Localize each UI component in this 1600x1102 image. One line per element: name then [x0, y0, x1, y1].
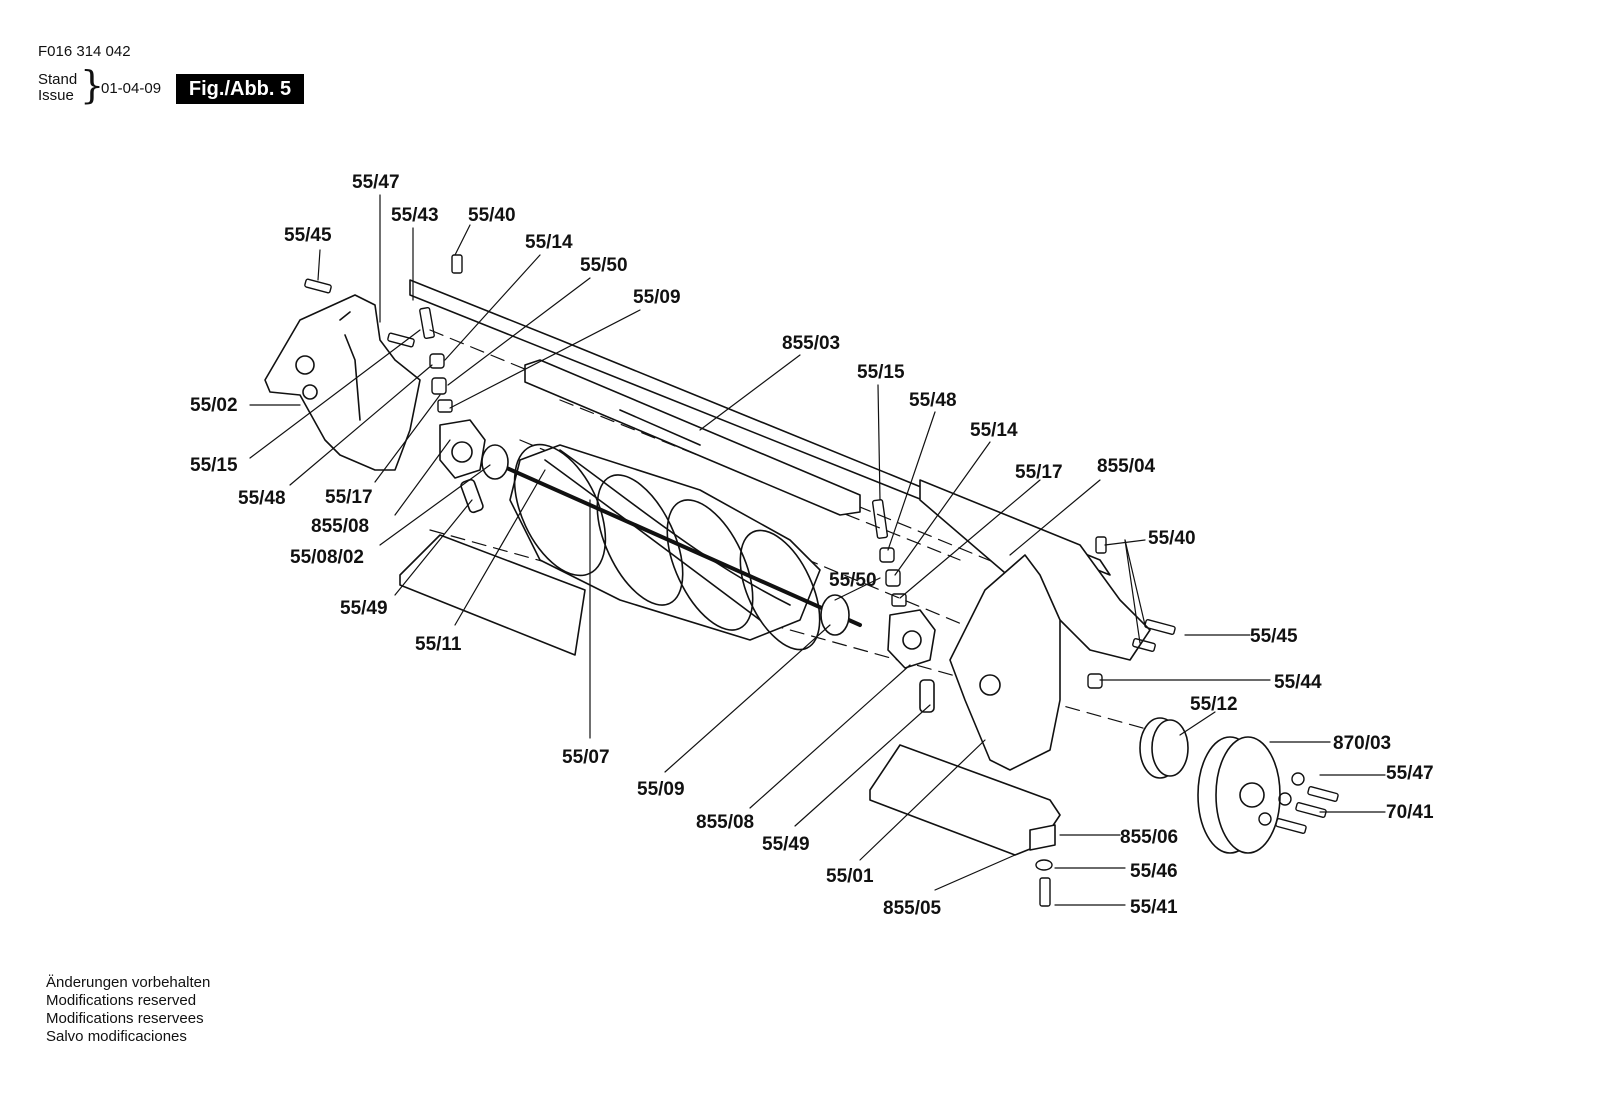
part-label-55-14-mid: 55/14 — [970, 420, 1018, 441]
issue-date: 01-04-09 — [101, 80, 162, 97]
part-label-55-50-top: 55/50 — [580, 255, 628, 276]
part-label-55-17-mid: 55/17 — [1015, 462, 1063, 483]
part-label-855-08-left: 855/08 — [311, 516, 370, 537]
bottom-blade-left — [399, 534, 586, 656]
part-label-55-14-top: 55/14 — [525, 232, 573, 253]
part-label-55-47-right: 55/47 — [1386, 763, 1434, 784]
part-label-55-46: 55/46 — [1130, 861, 1178, 882]
cutting-reel — [498, 443, 862, 651]
note-line: Salvo modificaciones — [46, 1028, 187, 1045]
part-label-55-17-left: 55/17 — [325, 487, 373, 508]
part-label-55-01: 55/01 — [826, 866, 874, 887]
part-label-55-45-top: 55/45 — [284, 225, 332, 246]
part-label-855-06: 855/06 — [1120, 827, 1179, 848]
part-label-855-08-bottom: 855/08 — [696, 812, 755, 833]
left-bearing-block — [439, 419, 486, 479]
note-line: Änderungen vorbehalten — [46, 974, 211, 991]
part-label-855-03: 855/03 — [782, 333, 841, 354]
part-label-855-04: 855/04 — [1097, 456, 1156, 477]
part-label-55-02: 55/02 — [190, 395, 238, 416]
part-label-55-09-bottom: 55/09 — [637, 779, 685, 800]
fasteners — [304, 254, 1339, 907]
part-label-55-08-02: 55/08/02 — [290, 547, 364, 568]
part-label-55-43: 55/43 — [391, 205, 439, 226]
figure-title-badge: Fig./Abb. 5 — [176, 74, 304, 104]
part-label-55-45-right: 55/45 — [1250, 626, 1298, 647]
right-side-plate — [949, 554, 1061, 771]
note-line: Modifications reserved — [46, 992, 197, 1009]
square-shaft — [524, 359, 861, 516]
part-label-870-03: 870/03 — [1333, 733, 1392, 754]
right-bearing-block — [887, 609, 936, 669]
leader-lines — [249, 194, 1386, 906]
modification-notes: Änderungen vorbehalten Modifications res… — [46, 974, 210, 1046]
part-label-55-07: 55/07 — [562, 747, 610, 768]
part-label-55-12: 55/12 — [1190, 694, 1238, 715]
part-label-55-50-mid: 55/50 — [829, 570, 877, 591]
note-line: Modifications reservees — [46, 1010, 204, 1027]
part-label-55-40-right: 55/40 — [1148, 528, 1196, 549]
document-number: F016 314 042 — [38, 43, 131, 60]
part-label-70-41: 70/41 — [1386, 802, 1434, 823]
part-label-55-15-left: 55/15 — [190, 455, 238, 476]
part-label-55-49-bottom: 55/49 — [762, 834, 810, 855]
issue-label: Issue — [38, 87, 74, 104]
part-label-55-09-top: 55/09 — [633, 287, 681, 308]
part-label-855-05: 855/05 — [883, 898, 942, 919]
part-label-55-47-top: 55/47 — [352, 172, 400, 193]
part-label-55-44: 55/44 — [1274, 672, 1322, 693]
stand-issue-label: Stand Issue — [38, 72, 77, 104]
brace-glyph: } — [80, 63, 105, 107]
part-label-55-40-top: 55/40 — [468, 205, 516, 226]
part-label-55-48-mid: 55/48 — [909, 390, 957, 411]
part-label-55-15-mid: 55/15 — [857, 362, 905, 383]
left-side-plate — [264, 294, 421, 471]
part-label-55-11: 55/11 — [415, 634, 462, 655]
stand-label: Stand — [38, 71, 78, 88]
part-label-55-49-left: 55/49 — [340, 598, 388, 619]
part-label-55-41: 55/41 — [1130, 897, 1178, 918]
part-label-55-48-left: 55/48 — [238, 488, 286, 509]
